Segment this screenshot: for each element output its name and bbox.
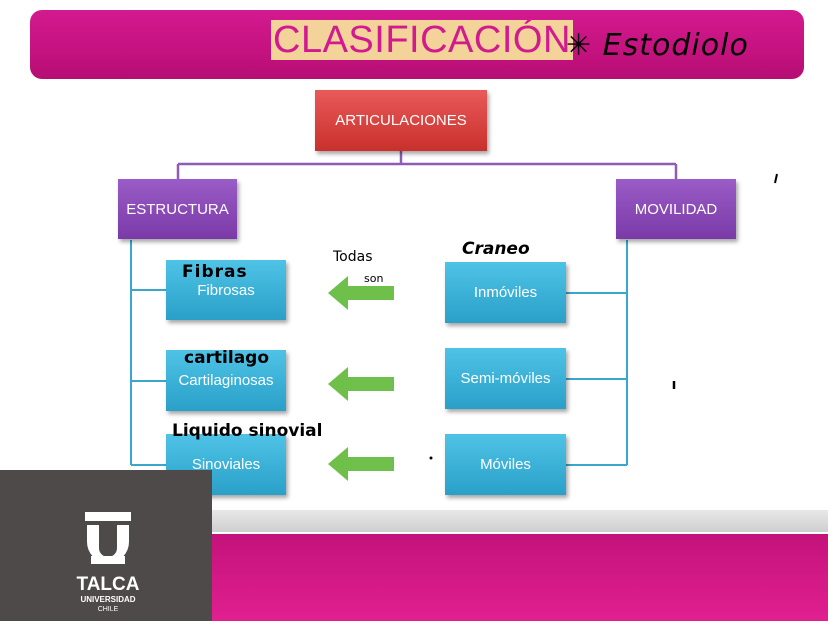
branch-label-right: MOVILIDAD (634, 200, 718, 218)
handwritten-title-note: ✳ Estodiolo (566, 28, 749, 63)
leaf-node-moviles: Móviles (445, 434, 566, 495)
handwritten-son: son (364, 272, 384, 285)
leaf-label: Sinoviales (191, 456, 261, 473)
branch-node-movilidad: MOVILIDAD (616, 179, 736, 239)
footer-pink-band (212, 534, 828, 621)
logo-name: TALCA (76, 574, 140, 595)
leaf-node-inmoviles: Inmóviles (445, 262, 566, 323)
leaf-node-semimoviles: Semi-móviles (445, 348, 566, 409)
logo-subtitle: UNIVERSIDAD (80, 595, 136, 604)
root-connector (176, 151, 678, 179)
handwritten-craneo: Craneo (462, 239, 530, 259)
leaf-label: Inmóviles (473, 284, 538, 301)
arrow-left-icon (328, 447, 394, 481)
structure-connector (130, 240, 166, 466)
arrow-left-icon (328, 367, 394, 401)
tower-logo-icon (85, 512, 131, 564)
leaf-label: Móviles (480, 456, 531, 473)
footer-gray-strip (212, 510, 828, 532)
leaf-label: Fibrosas (197, 281, 255, 299)
leaf-label: Semi-móviles (460, 370, 551, 387)
arrow-left-icon (328, 276, 394, 310)
leaf-node-fibrosas: Fibrosas (166, 260, 286, 320)
logo-country: CHILE (97, 606, 119, 613)
slide-title: CLASIFICACIÓN (271, 19, 573, 61)
leaf-label: Cartilaginosas (178, 372, 274, 389)
handwritten-todas: Todas (333, 249, 373, 265)
handwritten-cartilago: cartilago (184, 348, 270, 368)
branch-label-left: ESTRUCTURA (126, 200, 229, 218)
handwritten-fibras: Fibras (182, 262, 248, 282)
handwritten-liquido-sinovial: Liquido sinovial (172, 421, 323, 441)
root-label: ARTICULACIONES (335, 112, 467, 129)
university-logo: TALCA UNIVERSIDAD CHILE (62, 512, 154, 614)
branch-node-estructura: ESTRUCTURA (118, 179, 237, 239)
footer-logo-panel (0, 470, 212, 621)
root-node-articulaciones: ARTICULACIONES (315, 90, 487, 151)
leaf-node-cartilaginosas: Cartilaginosas (166, 350, 286, 411)
mobility-connector (566, 240, 628, 466)
